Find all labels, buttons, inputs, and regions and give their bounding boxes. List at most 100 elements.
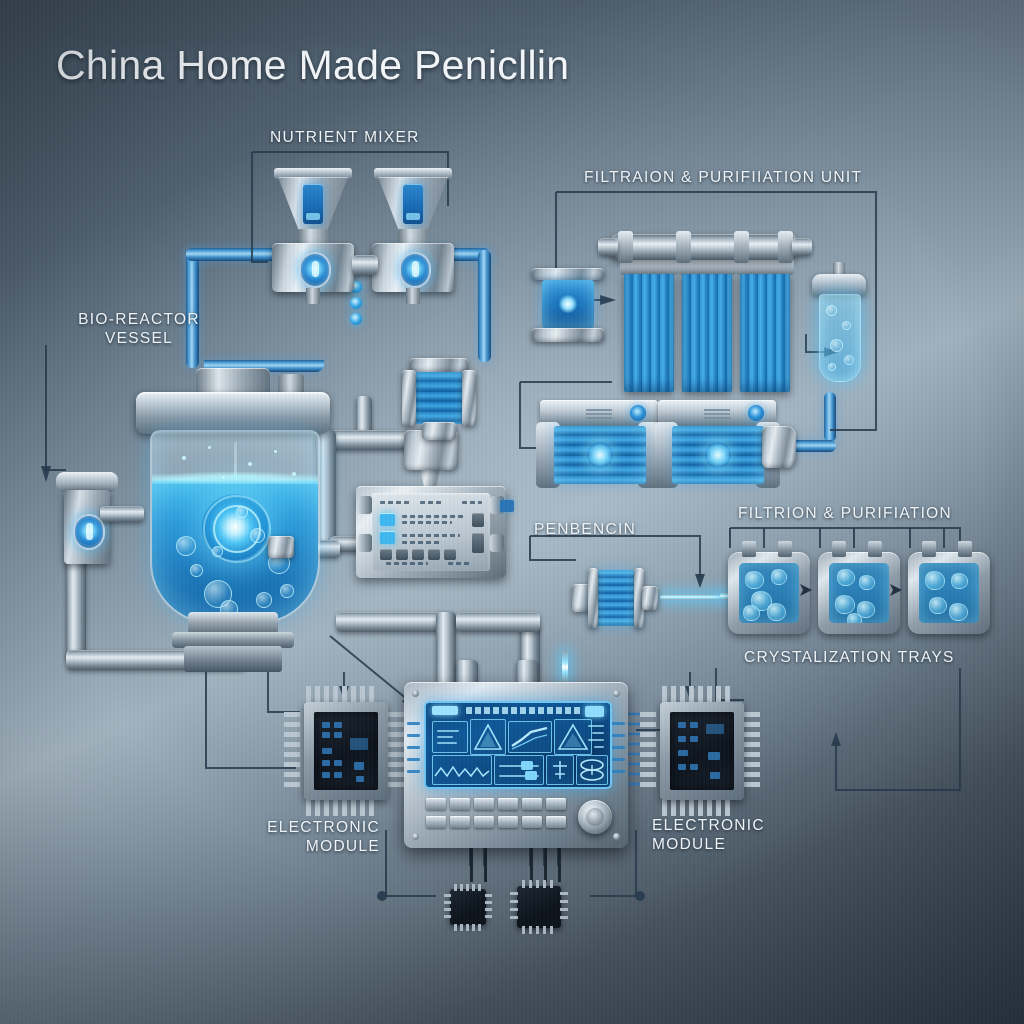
sparkle [222, 476, 225, 479]
small-chip-1 [444, 884, 492, 931]
uv-lamp-glow [559, 295, 577, 313]
meter-bracket [358, 534, 372, 552]
canister-glass [819, 294, 861, 382]
panel-button[interactable] [426, 798, 446, 810]
cartridge-media [682, 274, 732, 392]
panel-rotary-knob[interactable] [578, 800, 612, 834]
small-chip-pins [444, 884, 492, 931]
filter-outlet [642, 586, 658, 610]
mixer-valve-body-2 [372, 243, 454, 292]
label-electronic-module-right: ELECTRONIC MODULE [652, 817, 765, 854]
pipe-panel-header [456, 612, 540, 632]
crystal [771, 569, 787, 585]
sparkle [208, 446, 211, 449]
panel-screw [613, 690, 620, 697]
crystal [949, 603, 968, 621]
jet-pump-to-trays [660, 594, 720, 600]
meter-key[interactable] [380, 549, 392, 560]
panel-button[interactable] [546, 798, 566, 810]
panel-button[interactable] [546, 816, 566, 828]
panel-button[interactable] [450, 816, 470, 828]
display-widget-triangle-2 [554, 719, 592, 755]
crystal [837, 569, 855, 586]
meter-key[interactable] [412, 549, 424, 560]
panel-button[interactable] [426, 816, 446, 828]
bubble [844, 355, 854, 365]
chip-pad [678, 764, 686, 770]
panel-port [612, 734, 625, 737]
chip-pad [322, 722, 330, 728]
display-widget-sliders [494, 755, 544, 785]
panel-port [612, 770, 625, 773]
panel-button[interactable] [474, 798, 494, 810]
chip-pad [322, 760, 330, 766]
uv-bottom-flange [532, 328, 604, 342]
mixer-gauge-2 [399, 251, 431, 288]
drip-indicator-3 [350, 313, 362, 325]
panel-button[interactable] [498, 816, 518, 828]
chip-die [670, 712, 734, 790]
pump-drum [554, 426, 646, 484]
transfer-pump-2 [652, 400, 782, 488]
bubble [826, 305, 837, 316]
chip-pad [322, 772, 330, 778]
bubble [830, 339, 843, 352]
valve-cap [56, 472, 118, 492]
crystal [835, 595, 855, 614]
tray-post [958, 541, 972, 557]
meter-key[interactable] [396, 549, 408, 560]
meter-side-key[interactable] [472, 533, 484, 553]
meter-key[interactable] [444, 549, 456, 560]
crystal [859, 575, 875, 590]
bubble [190, 564, 203, 577]
display-status-chip [432, 706, 458, 715]
pump-indicator-button[interactable] [630, 405, 646, 421]
display-title-text [466, 707, 582, 714]
chip-pad [690, 722, 698, 728]
motor-end-right [462, 370, 476, 426]
canister-knob [833, 262, 845, 276]
plate-text-lines [586, 409, 612, 411]
sparkle [274, 450, 277, 453]
tray-interior [739, 563, 799, 623]
chip-die [314, 712, 378, 790]
meter-bracket [490, 534, 504, 552]
manifold-ring [618, 231, 633, 263]
panel-port [407, 722, 420, 725]
panel-lead [470, 848, 473, 882]
label-electronic-module-left: ELECTRONIC MODULE [267, 819, 380, 856]
pump-impeller-glow [587, 442, 613, 468]
panel-button[interactable] [450, 798, 470, 810]
pipe-steel-down [316, 430, 336, 550]
nutrient-hopper-1 [272, 168, 354, 304]
panel-button[interactable] [498, 798, 518, 810]
canister-cap [812, 274, 866, 296]
small-chip-2 [510, 880, 568, 934]
chip-pad [334, 722, 342, 728]
bioreactor-vessel [128, 360, 338, 672]
meter-footer-text [386, 562, 428, 565]
display-widget-schematic [432, 721, 468, 753]
pipe-lower-run [336, 612, 456, 632]
cartridge-media [740, 274, 790, 392]
reactor-base [172, 632, 294, 648]
panel-display[interactable] [424, 701, 612, 789]
chip-pad [356, 776, 364, 782]
inlet-valve [56, 472, 118, 568]
bubble [842, 321, 851, 330]
panel-button[interactable] [474, 816, 494, 828]
control-panel[interactable] [404, 682, 628, 848]
panel-button[interactable] [522, 816, 542, 828]
manifold-inlet [598, 238, 618, 256]
meter-key[interactable] [428, 549, 440, 560]
meter-side-key[interactable] [472, 513, 484, 527]
panel-button[interactable] [522, 798, 542, 810]
chip-pad [334, 760, 342, 766]
pump-indicator-button[interactable] [748, 405, 764, 421]
crystal [925, 571, 945, 590]
pump-outlet-head [762, 426, 796, 468]
chip-pad [678, 736, 686, 742]
panel-screw [412, 833, 419, 840]
uv-chamber [542, 280, 594, 328]
